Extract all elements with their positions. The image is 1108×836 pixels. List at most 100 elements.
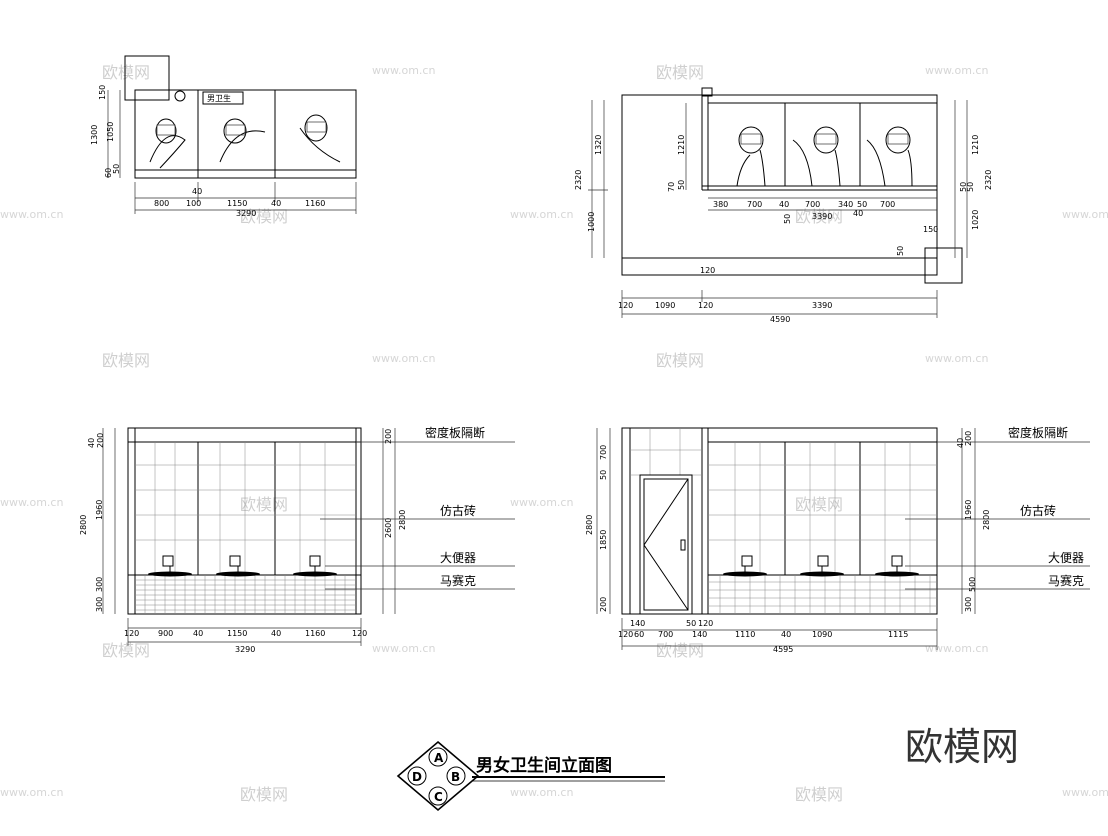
callout-tile: 仿古砖: [440, 503, 476, 518]
svg-text:1160: 1160: [305, 629, 325, 638]
svg-text:1160: 1160: [305, 199, 325, 208]
watermark-logo: 欧模网: [795, 495, 843, 514]
svg-text:50: 50: [112, 164, 121, 174]
svg-text:120: 120: [352, 629, 367, 638]
svg-text:2320: 2320: [984, 170, 993, 190]
svg-text:3290: 3290: [235, 645, 255, 654]
squat-toilet-icon: [293, 555, 337, 577]
svg-text:200: 200: [384, 429, 393, 444]
svg-text:50: 50: [896, 246, 905, 256]
svg-text:2800: 2800: [79, 515, 88, 535]
svg-text:2600: 2600: [384, 518, 393, 538]
svg-text:120: 120: [124, 629, 139, 638]
title-block: A D B C 男女卫生间立面图: [396, 740, 665, 812]
watermark-logo: 欧模网: [102, 641, 150, 660]
svg-text:50: 50: [857, 200, 867, 209]
watermark-logo: 欧模网: [240, 495, 288, 514]
watermark-url: www.om.cn: [372, 642, 435, 655]
svg-text:380: 380: [713, 200, 728, 209]
svg-text:1210: 1210: [971, 135, 980, 155]
svg-text:C: C: [434, 790, 443, 804]
svg-text:50: 50: [677, 180, 686, 190]
watermark-logo: 欧模网: [102, 351, 150, 370]
svg-text:700: 700: [658, 630, 673, 639]
svg-text:1090: 1090: [812, 630, 832, 639]
elevation-panel-3: 40 200 1960 2800 300 300 200 2600 2800 密…: [79, 425, 515, 654]
svg-text:2320: 2320: [574, 170, 583, 190]
svg-text:40: 40: [192, 187, 202, 196]
svg-text:900: 900: [158, 629, 173, 638]
svg-text:1850: 1850: [599, 530, 608, 550]
watermark-url: www.om.cn: [1062, 208, 1108, 221]
squat-toilet-icon: [875, 555, 919, 577]
svg-text:200: 200: [599, 597, 608, 612]
svg-text:2800: 2800: [398, 510, 407, 530]
svg-text:40: 40: [271, 629, 281, 638]
svg-text:1150: 1150: [227, 199, 247, 208]
squat-toilet-icon: [866, 126, 913, 187]
page-title: 男女卫生间立面图: [476, 755, 612, 776]
callout-tile: 仿古砖: [1020, 503, 1056, 518]
svg-text:120: 120: [698, 619, 713, 628]
squat-toilet-icon: [792, 126, 841, 187]
svg-text:2800: 2800: [585, 515, 594, 535]
svg-text:140: 140: [692, 630, 707, 639]
svg-text:A: A: [434, 751, 444, 765]
svg-text:300: 300: [95, 597, 104, 612]
svg-text:3390: 3390: [812, 212, 832, 221]
svg-text:1020: 1020: [971, 210, 980, 230]
svg-text:500: 500: [968, 577, 977, 592]
svg-text:120: 120: [618, 630, 633, 639]
door-handle-icon: [680, 539, 686, 551]
callout-toilet: 大便器: [440, 551, 476, 565]
squat-toilet-icon: [736, 126, 766, 187]
svg-text:300: 300: [964, 597, 973, 612]
elevation-panel-1: 男卫生 150 1050 1300 60 50 40: [90, 55, 357, 218]
svg-text:1210: 1210: [677, 135, 686, 155]
svg-text:D: D: [412, 770, 422, 784]
squat-toilet-icon: [800, 555, 844, 577]
door: [639, 474, 693, 615]
svg-text:120: 120: [700, 266, 715, 275]
watermark-logo: 欧模网: [102, 63, 150, 82]
squat-toilet-icon: [219, 118, 266, 163]
svg-text:40: 40: [87, 438, 96, 448]
watermark-url: www.om.cn: [925, 352, 988, 365]
squat-toilet-icon: [723, 555, 767, 577]
svg-text:40: 40: [853, 209, 863, 218]
svg-text:700: 700: [747, 200, 762, 209]
svg-text:4590: 4590: [770, 315, 790, 324]
door-sign-label: 男卫生: [207, 93, 231, 103]
callout-partition: 密度板隔断: [425, 425, 485, 440]
svg-text:50: 50: [959, 182, 968, 192]
mosaic-grid: [708, 575, 937, 614]
svg-text:1000: 1000: [587, 212, 596, 232]
svg-text:40: 40: [193, 629, 203, 638]
svg-text:B: B: [451, 770, 460, 784]
callout-mosaic: 马赛克: [1048, 573, 1084, 588]
svg-text:40: 40: [779, 200, 789, 209]
svg-text:4595: 4595: [773, 645, 793, 654]
watermark-logo: 欧模网: [656, 63, 704, 82]
svg-text:1050: 1050: [106, 122, 115, 142]
svg-text:1300: 1300: [90, 125, 99, 145]
svg-text:50: 50: [783, 214, 792, 224]
svg-text:1110: 1110: [735, 630, 755, 639]
svg-text:140: 140: [630, 619, 645, 628]
watermark-logo: 欧模网: [240, 785, 288, 804]
mosaic-grid: [135, 575, 356, 614]
svg-text:800: 800: [154, 199, 169, 208]
watermark-logo: 欧模网: [656, 351, 704, 370]
tile-grid: [135, 442, 356, 575]
svg-text:150: 150: [98, 85, 107, 100]
svg-text:120: 120: [698, 301, 713, 310]
svg-text:70: 70: [667, 182, 676, 192]
svg-text:200: 200: [96, 433, 105, 448]
svg-text:2800: 2800: [982, 510, 991, 530]
watermark-logo: 欧模网: [795, 785, 843, 804]
svg-text:340: 340: [838, 200, 853, 209]
svg-text:1960: 1960: [964, 500, 973, 520]
svg-text:50: 50: [686, 619, 696, 628]
door-sign-box: [202, 91, 244, 105]
